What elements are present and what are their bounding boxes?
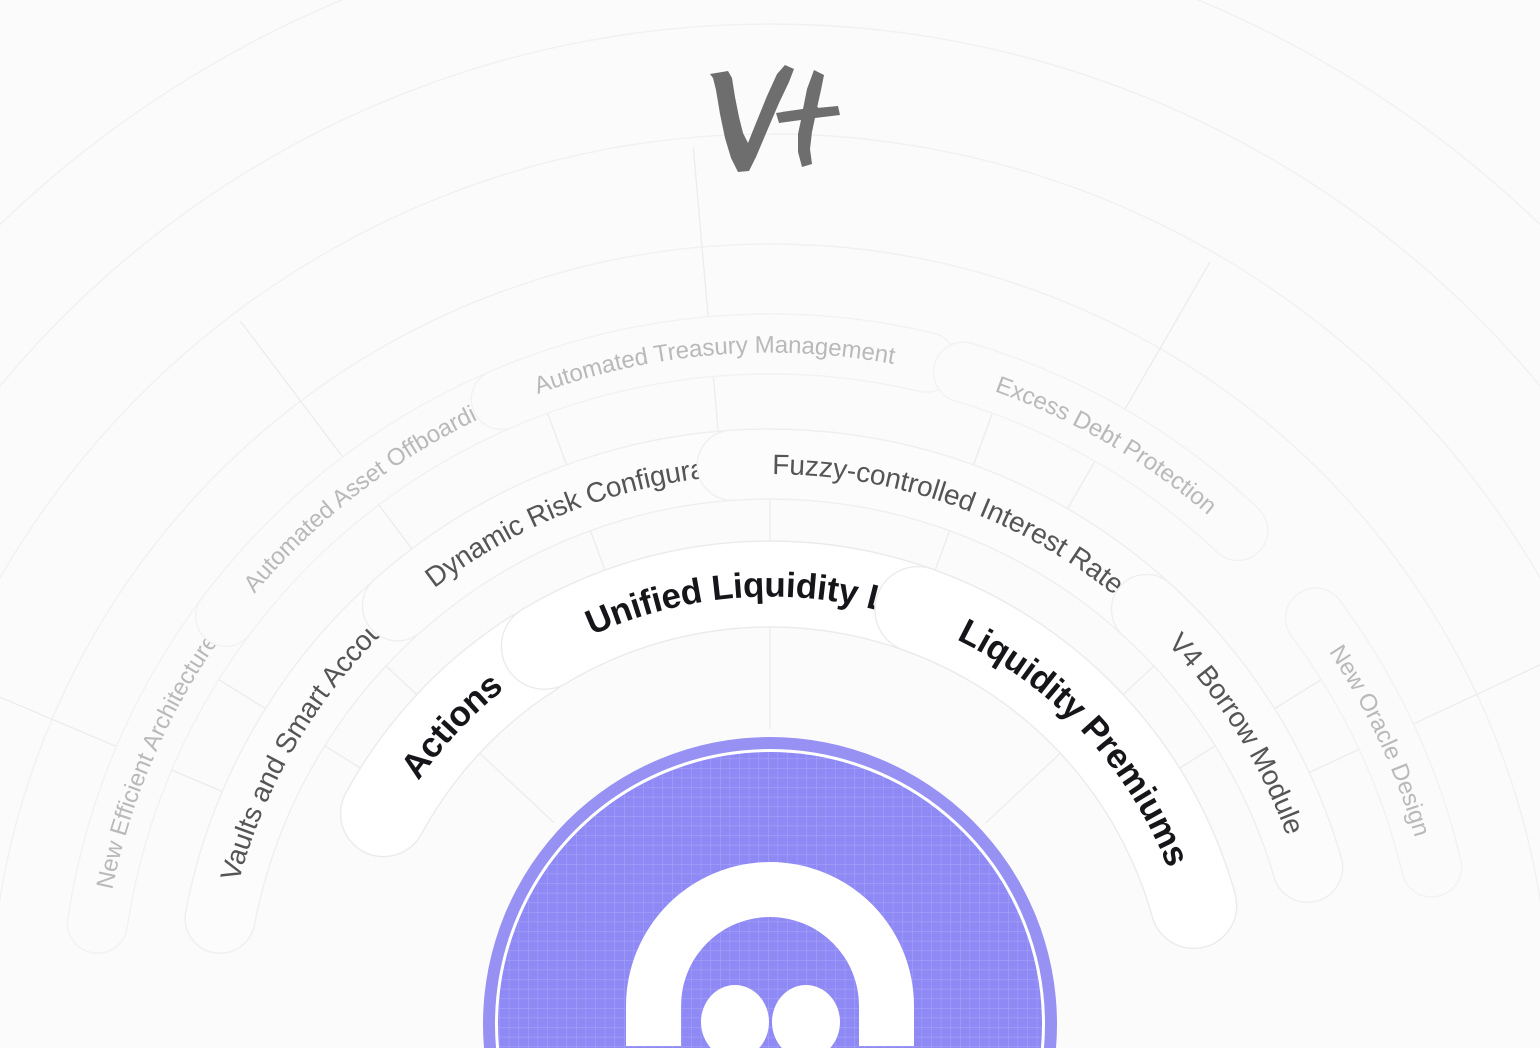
connector-line [1124, 261, 1211, 410]
connector-line [985, 752, 1061, 824]
background-arc-1 [0, 243, 1540, 905]
pill-background [470, 313, 957, 430]
connector-line [1066, 460, 1096, 510]
pill-background [1110, 573, 1344, 903]
pill-background [1284, 587, 1463, 898]
pill-background [874, 565, 1238, 950]
connector-line [1274, 679, 1322, 710]
connector-line [385, 665, 418, 696]
label-pill[interactable]: Automated Treasury Management [470, 313, 957, 430]
connector-line [547, 412, 568, 466]
pill-background [932, 341, 1269, 561]
hub-node[interactable] [483, 737, 1057, 1048]
v4-wordmark-glyphs [710, 65, 840, 172]
background-arc-3 [0, 23, 1540, 388]
connector-line [1122, 665, 1155, 696]
background-arcs [0, 0, 1540, 997]
connector-line [1179, 745, 1216, 769]
connector-line [1308, 748, 1360, 774]
connector-line [692, 147, 709, 317]
connector-line [934, 530, 951, 571]
connector-lines [0, 147, 1540, 824]
connector-line [1413, 664, 1540, 725]
hub-inner-ring [495, 749, 1045, 1048]
connector-line [0, 696, 117, 748]
connector-line [712, 376, 719, 432]
v4-wordmark [694, 62, 854, 182]
morpho-logo-icon [626, 862, 914, 1048]
connector-line [378, 504, 413, 550]
connector-line [239, 320, 344, 458]
connector-line [972, 412, 993, 466]
connector-line [479, 752, 555, 824]
connector-line [218, 679, 266, 710]
background-arc-2 [0, 133, 1540, 580]
connector-line [324, 745, 361, 769]
connector-line [589, 530, 606, 571]
connector-line [171, 769, 223, 793]
